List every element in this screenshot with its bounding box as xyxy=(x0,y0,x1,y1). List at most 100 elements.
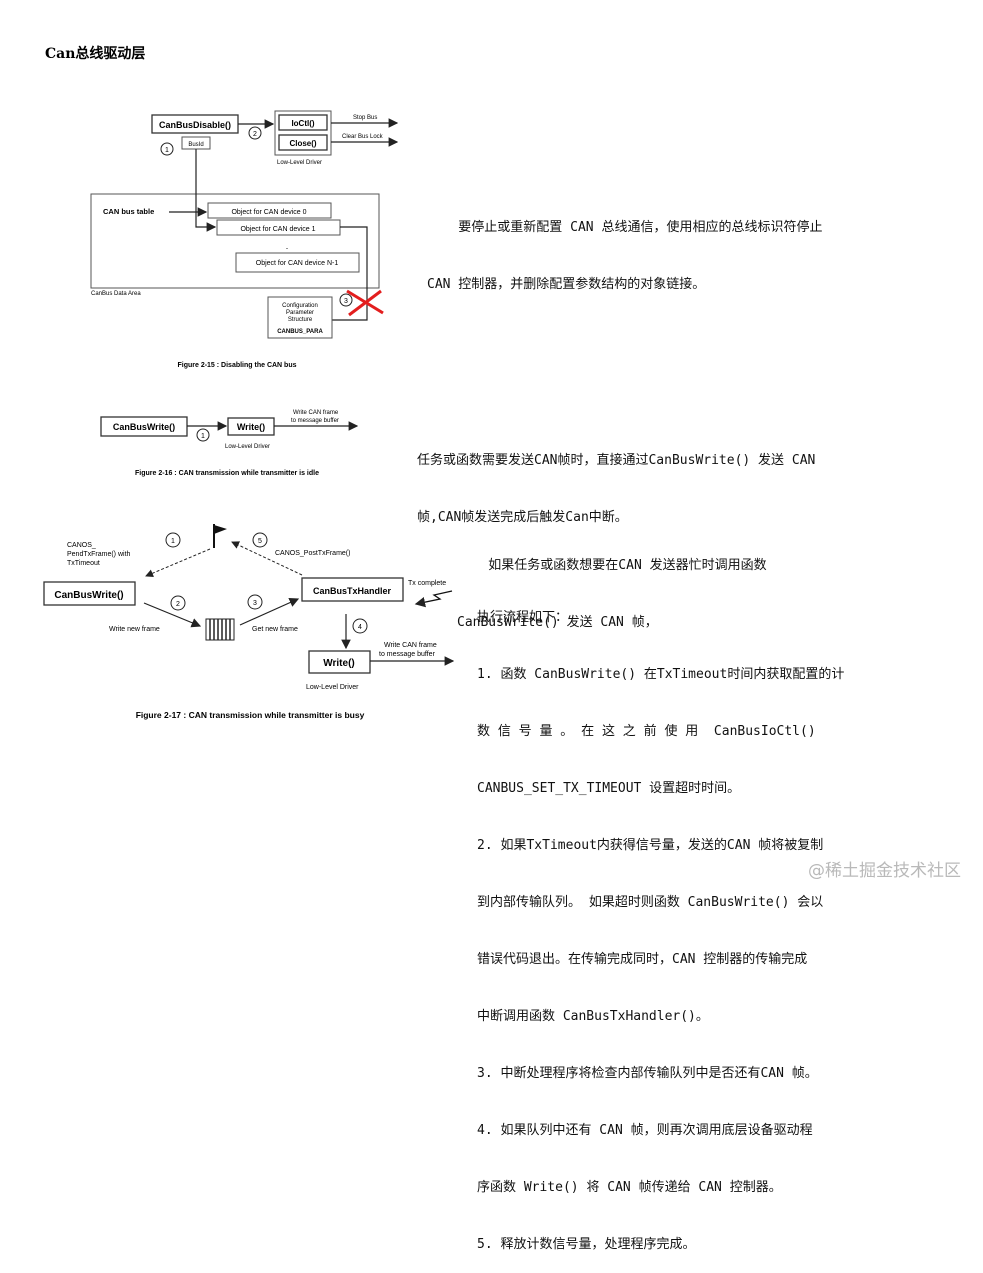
step-3-label: 3 xyxy=(344,298,348,305)
fig3-step-5-marker xyxy=(252,532,268,548)
text-line: CanBusWrite() 发送 CAN 帧， xyxy=(457,615,658,630)
text-line: CANBUS_SET_TX_TIMEOUT 设置超时时间。 xyxy=(477,781,741,796)
fig3-step-3-label: 3 xyxy=(253,600,257,607)
objn-label: Object for CAN device N-1 xyxy=(256,260,339,267)
post-tx-label: CANOS_PostTxFrame() xyxy=(275,550,350,557)
fig2-step-1-marker xyxy=(196,428,210,442)
flag-icon xyxy=(213,524,227,548)
obj1-label: Object for CAN device 1 xyxy=(240,226,315,233)
fig2-wcf-1: Write CAN frame xyxy=(293,410,339,416)
canos-line-2: PendTxFrame() with xyxy=(67,551,131,558)
arrow-busid-obj1 xyxy=(195,149,217,232)
canbusdisable-label: CanBusDisable() xyxy=(159,120,231,130)
config-line-3: Structure xyxy=(288,317,313,323)
tx-complete-label: Tx complete xyxy=(408,580,446,587)
fig3-step-1-label: 1 xyxy=(171,538,175,545)
step-2-marker xyxy=(248,126,262,140)
queue-icon xyxy=(205,618,235,641)
figure-idle-transmission: CanBusWrite() 1 Write() Low-Level Driver… xyxy=(100,410,359,477)
ioctl-label: IoCtl() xyxy=(291,119,314,128)
fig3-canbuswrite-box xyxy=(43,581,136,606)
link-obj1-config xyxy=(332,226,368,321)
text-line: 错误代码退出。在传输完成同时，CAN 控制器的传输完成 xyxy=(477,952,808,967)
ioctl-box xyxy=(278,114,328,131)
fig3-step-5-label: 5 xyxy=(258,538,262,545)
arrow-pend xyxy=(145,548,211,577)
figure-disable-can-bus: CanBusDisable() BusId 1 2 IoCtl() Close(… xyxy=(90,110,399,369)
clear-lock-label: Clear Bus Lock xyxy=(342,134,384,140)
step-2-label: 2 xyxy=(253,131,257,138)
text-line: 帧,CAN帧发送完成后触发Can中断。 xyxy=(417,510,628,525)
paragraph-busy-steps: 执行流程如下： 1. 函数 CanBusWrite() 在TxTimeout时间… xyxy=(477,570,844,1273)
text-line: 5. 释放计数信号量，处理程序完成。 xyxy=(477,1237,696,1252)
fig2-caption: Figure 2-16 : CAN transmission while tra… xyxy=(135,470,319,477)
fig3-lld-label: Low-Level Driver xyxy=(306,684,359,691)
write-label: Write() xyxy=(237,422,265,432)
fig3-canbuswrite-label: CanBusWrite() xyxy=(54,590,123,601)
txhandler-label: CanBusTxHandler xyxy=(313,586,392,596)
config-box xyxy=(267,296,333,339)
fig3-write-label: Write() xyxy=(323,658,354,669)
paragraph-idle: 任务或函数需要发送CAN帧时，直接通过CanBusWrite() 发送 CAN … xyxy=(417,413,815,546)
stop-bus-label: Stop Bus xyxy=(353,115,377,121)
fig2-lld-label: Low-Level Driver xyxy=(225,444,270,450)
step-1-label: 1 xyxy=(165,147,169,154)
fig2-step-1-label: 1 xyxy=(201,433,205,440)
text-line: 任务或函数需要发送CAN帧时，直接通过CanBusWrite() 发送 CAN xyxy=(417,453,816,468)
get-new-label: Get new frame xyxy=(252,626,298,633)
text-line: 序函数 Write() 将 CAN 帧传递给 CAN 控制器。 xyxy=(477,1180,782,1195)
fig3-wcf-1: Write CAN frame xyxy=(384,642,437,649)
paragraph-disable: 要停止或重新配置 CAN 总线通信，使用相应的总线标识符停止 CAN 控制器，并… xyxy=(427,180,822,313)
txhandler-box xyxy=(301,577,404,602)
config-line-1: Configuration xyxy=(282,303,318,309)
fig3-write-box xyxy=(308,650,371,674)
lightning-icon xyxy=(414,590,453,608)
ellipsis-dot: . xyxy=(286,241,289,251)
text-line: 1. 函数 CanBusWrite() 在TxTimeout时间内获取配置的计 xyxy=(477,667,845,682)
text-line: 3. 中断处理程序将检查内部传输队列中是否还有CAN 帧。 xyxy=(477,1066,818,1081)
obj0-label: Object for CAN device 0 xyxy=(231,209,306,216)
fig3-step-2-label: 2 xyxy=(176,601,180,608)
busid-label: BusId xyxy=(188,142,203,148)
canbuswrite-label: CanBusWrite() xyxy=(113,422,175,432)
figure-busy-transmission: CANOS_ PendTxFrame() with TxTimeout CANO… xyxy=(43,524,455,720)
config-line-4: CANBUS_PARA xyxy=(277,329,323,335)
obj0-box xyxy=(207,202,332,219)
arrow-write-new xyxy=(143,602,202,628)
fig3-wcf-2: to message buffer xyxy=(379,651,436,658)
page-title: Can总线驱动层 xyxy=(45,46,146,62)
paragraph-busy-intro: 如果任务或函数想要在CAN 发送器忙时调用函数 CanBusWrite() 发送… xyxy=(457,518,767,651)
canos-line-3: TxTimeout xyxy=(67,560,100,567)
watermark: @稀土掘金技术社区 xyxy=(808,861,961,881)
cross-icon xyxy=(346,289,384,317)
text-line: 中断调用函数 CanBusTxHandler()。 xyxy=(477,1009,709,1024)
text-line: 执行流程如下： xyxy=(477,610,569,625)
fig2-wcf-2: to message buffer xyxy=(291,418,339,424)
text-line: CAN 控制器，并删除配置参数结构的对象链接。 xyxy=(427,277,706,292)
text-line: 如果任务或函数想要在CAN 发送器忙时调用函数 xyxy=(457,558,767,573)
data-area-label: CanBus Data Area xyxy=(91,291,141,297)
can-bus-table-label: CAN bus table xyxy=(103,207,154,216)
fig3-step-4-label: 4 xyxy=(358,624,362,631)
canos-line-1: CANOS_ xyxy=(67,542,96,549)
config-line-2: Parameter xyxy=(286,310,314,316)
text-line: 要停止或重新配置 CAN 总线通信，使用相应的总线标识符停止 xyxy=(427,220,823,235)
fig3-step-4-marker xyxy=(352,618,368,634)
write-new-label: Write new frame xyxy=(109,626,160,633)
text-line: 数 信 号 量 。 在 这 之 前 使 用 CanBusIoCtl() xyxy=(477,724,816,739)
lld-label: Low-Level Driver xyxy=(277,160,322,166)
fig3-step-3-marker xyxy=(247,594,263,610)
arrow-post xyxy=(231,541,303,576)
close-label: Close() xyxy=(289,139,316,148)
fig3-caption: Figure 2-17 : CAN transmission while tra… xyxy=(136,710,365,720)
fig3-step-1-marker xyxy=(165,532,181,548)
text-line: 4. 如果队列中还有 CAN 帧，则再次调用底层设备驱动程 xyxy=(477,1123,813,1138)
step-3-marker xyxy=(339,293,353,307)
step-1-marker xyxy=(160,142,174,156)
arrow-get-new xyxy=(239,598,300,626)
close-box xyxy=(278,134,328,151)
fig3-step-2-marker xyxy=(170,595,186,611)
text-line: 2. 如果TxTimeout内获得信号量，发送的CAN 帧将被复制 xyxy=(477,838,824,853)
fig1-caption: Figure 2-15 : Disabling the CAN bus xyxy=(177,362,296,369)
objn-box xyxy=(235,252,360,273)
